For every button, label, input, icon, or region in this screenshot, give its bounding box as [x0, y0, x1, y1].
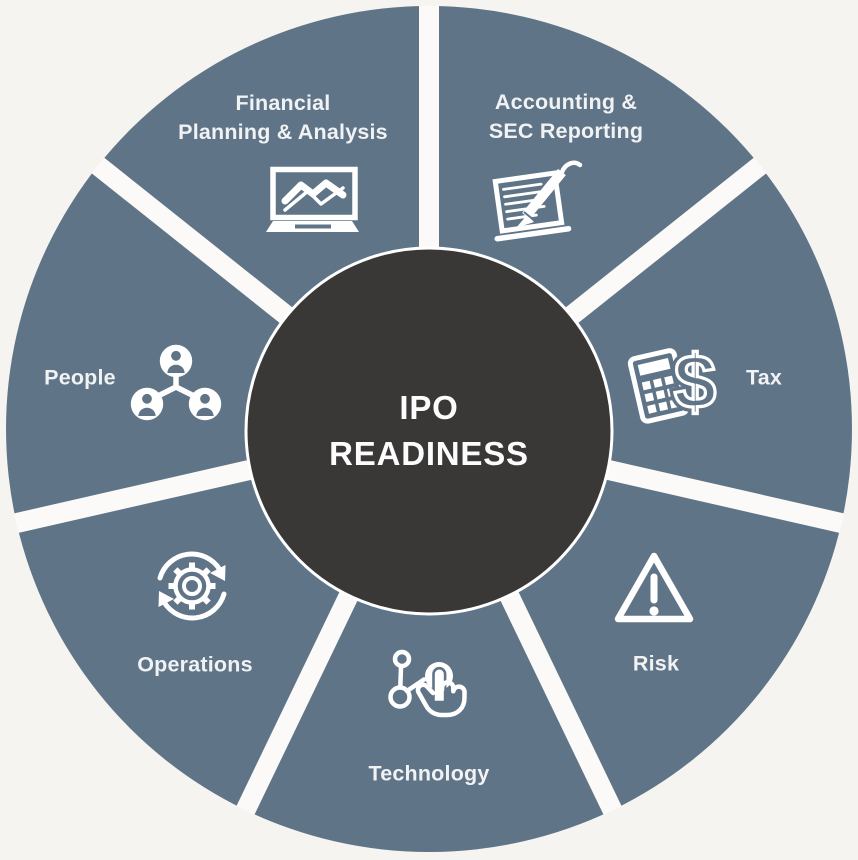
- label-line: Planning & Analysis: [178, 120, 388, 144]
- segment-wedge-technology: [245, 429, 613, 852]
- label-line: People: [44, 365, 116, 390]
- segment-label-operations: Operations: [137, 651, 253, 680]
- segment-label-tax: Tax: [746, 364, 782, 393]
- tap-hand-icon: [388, 649, 467, 718]
- gear-refresh-icon: [157, 551, 227, 621]
- label-line: Risk: [632, 651, 680, 676]
- label-line: Tax: [745, 365, 783, 390]
- segment-label-risk: Risk: [633, 650, 679, 679]
- document-pen-icon: [492, 160, 583, 242]
- segment-label-accounting-sec-reporting: Accounting & SEC Reporting: [489, 88, 643, 146]
- center-title-line1: IPO: [399, 389, 459, 426]
- segment-label-technology: Technology: [368, 760, 489, 789]
- laptop-chart-icon: [266, 166, 359, 232]
- people-network-icon: [130, 344, 222, 421]
- label-line: Operations: [137, 652, 253, 677]
- label-line: Accounting &: [494, 90, 638, 114]
- warning-triangle-icon: [614, 552, 694, 623]
- dollar-glyph: $: [674, 340, 716, 425]
- dollar-glyph-halo: $: [674, 340, 716, 425]
- label-line: Financial: [235, 91, 331, 115]
- center-hub-circle: [244, 246, 614, 616]
- segment-label-people: People: [44, 364, 116, 393]
- center-title: IPO READINESS: [329, 385, 529, 477]
- calculator-dollar-icon: $ $: [627, 335, 721, 430]
- center-title-line2: READINESS: [329, 435, 529, 472]
- segment-label-financial-planning-analysis: Financial Planning & Analysis: [178, 89, 388, 147]
- label-line: Technology: [368, 761, 490, 786]
- label-line: SEC Reporting: [488, 119, 644, 143]
